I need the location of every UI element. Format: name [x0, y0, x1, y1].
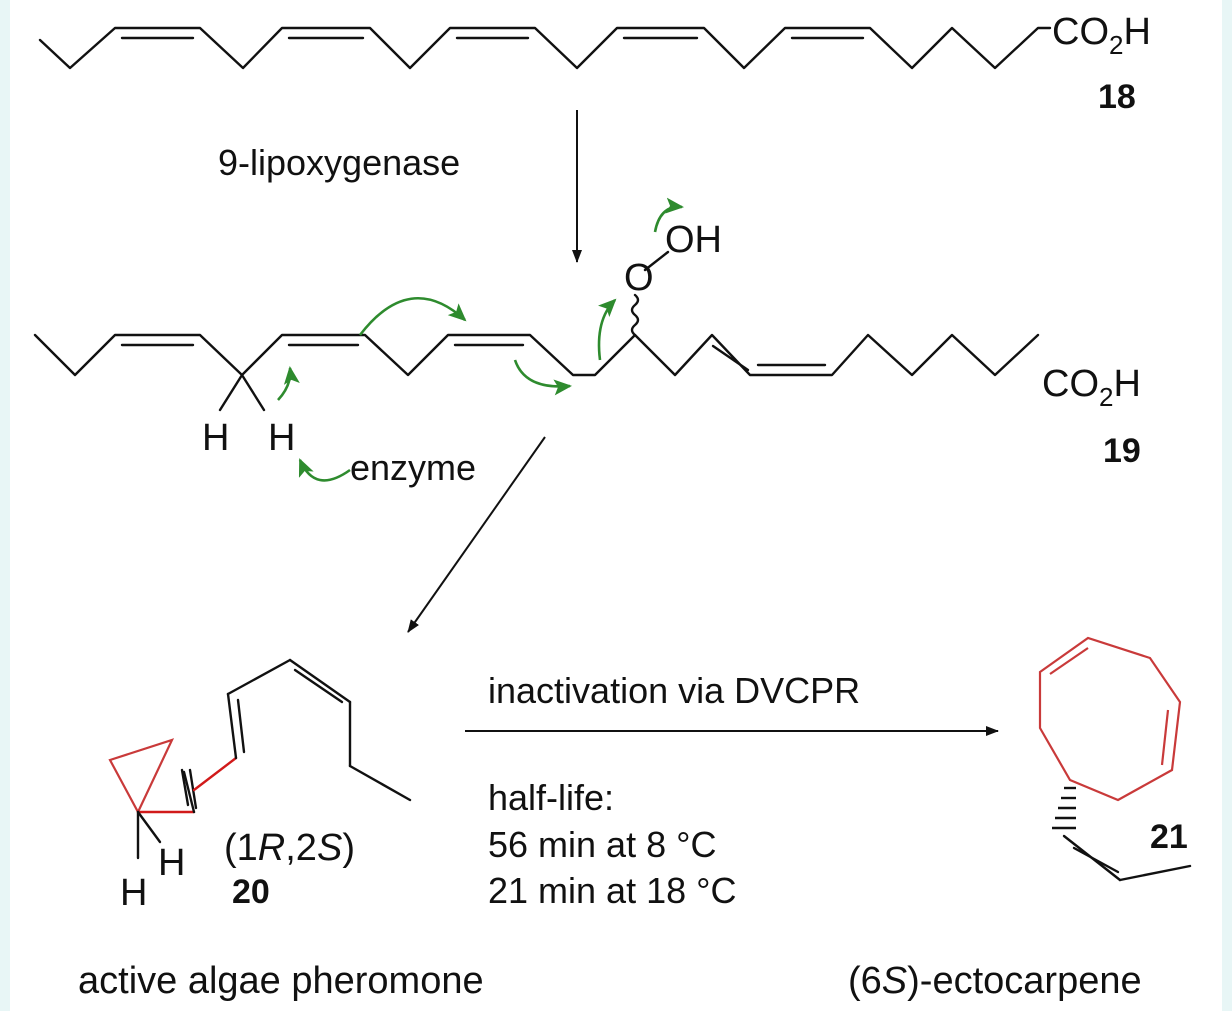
step1-label: 9-lipoxygenase: [218, 142, 460, 183]
compound-21-caption: (6S)-ectocarpene: [848, 960, 1142, 1002]
electron-arrows: [277, 197, 684, 482]
green-arrow-2: [513, 359, 572, 396]
arrow-step2: [407, 436, 546, 633]
green-arrow-5: [298, 458, 351, 482]
green-arrow-4: [277, 366, 300, 401]
green-arrow-3: [597, 298, 617, 361]
halflife-2: 21 min at 18 °C: [488, 870, 737, 911]
compound-20-structure: [108, 658, 412, 860]
compound-20-caption: active algae pheromone: [78, 960, 484, 1002]
compound-19-hydroxyl: OH: [665, 219, 722, 261]
green-arrow-6: [653, 197, 684, 233]
compound-18-structure: [38, 26, 1052, 70]
compound-19-label: 19: [1103, 432, 1141, 470]
step3-label: inactivation via DVCPR: [488, 670, 860, 711]
reaction-scheme: CO2H 18 9-lipoxygenase O OH H H CO2H 19 …: [10, 0, 1222, 1011]
compound-21-label: 21: [1150, 818, 1188, 856]
compound-18-acid: CO2H: [1052, 11, 1151, 60]
halflife-1: 56 min at 8 °C: [488, 824, 717, 865]
hashed-wedge: [1052, 786, 1076, 830]
compound-20-h-bottom: H: [120, 872, 147, 914]
compound-21-structure: [1038, 636, 1192, 882]
compound-18-label: 18: [1098, 78, 1136, 116]
compound-19-oxygen: O: [624, 257, 654, 299]
step2-label: enzyme: [350, 447, 476, 488]
green-arrow-1: [358, 297, 467, 336]
compound-19-acid: CO2H: [1042, 363, 1141, 412]
compound-19-structure: [33, 250, 1040, 412]
compound-19-h-right: H: [268, 417, 295, 459]
halflife-label: half-life:: [488, 777, 614, 818]
compound-20-stereo: (1R,2S): [224, 827, 355, 869]
scheme-svg: CO2H 18 9-lipoxygenase O OH H H CO2H 19 …: [33, 11, 1192, 1002]
compound-20-h-top: H: [158, 842, 185, 884]
compound-19-h-left: H: [202, 417, 229, 459]
compound-20-label: 20: [232, 873, 270, 911]
